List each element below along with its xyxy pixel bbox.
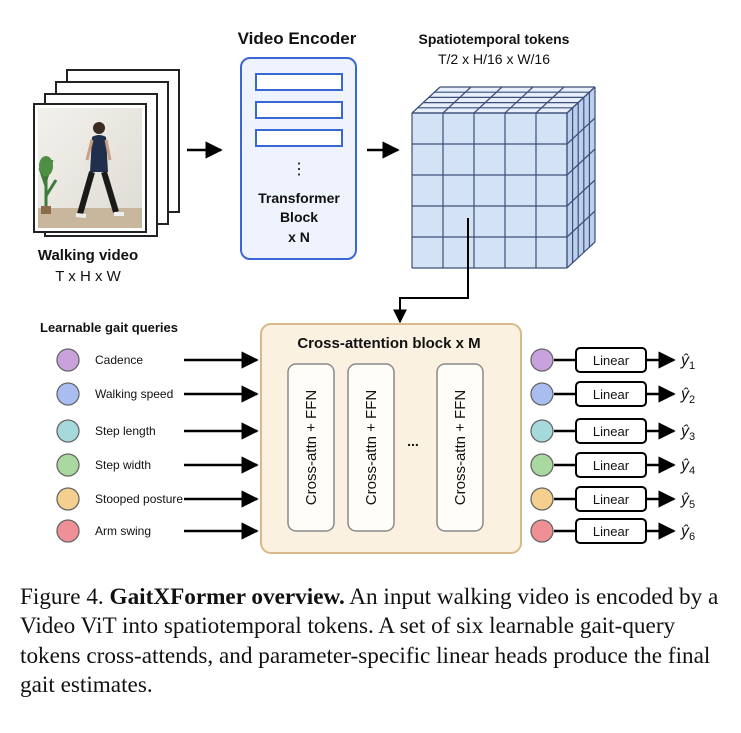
- queries-title: Learnable gait queries: [40, 320, 178, 335]
- encoder-layer: [255, 129, 343, 147]
- cube-top-face: [412, 87, 595, 113]
- query-token: [56, 348, 80, 372]
- query-label: Arm swing: [95, 524, 151, 538]
- encoder-layer: [255, 101, 343, 119]
- output-token: [530, 419, 554, 443]
- output-estimate: ŷ6: [680, 523, 695, 543]
- tokens-dims: T/2 x H/16 x W/16: [438, 51, 550, 67]
- cross-attention-layers: Cross-attn + FFN Cross-attn + FFN Cross-at…: [287, 363, 484, 532]
- layer-label: Cross-attn + FFN: [452, 390, 469, 505]
- tokens-title: Spatiotemporal tokens: [419, 31, 570, 47]
- cube-side-face: [567, 87, 595, 268]
- layer-label: Cross-attn + FFN: [303, 390, 320, 505]
- caption-text: An input walking video is encoded by a V…: [20, 584, 719, 699]
- cross-attn-ffn-layer: [436, 363, 484, 532]
- architecture-diagram: Walking video T x H x W Video Encoder ⋮ …: [33, 29, 695, 554]
- encoder-block-line3: x N: [288, 229, 310, 245]
- output-estimate: ŷ4: [680, 457, 695, 477]
- output-estimate: ŷ5: [680, 491, 695, 511]
- token-cube: [411, 86, 596, 269]
- output-token: [530, 519, 554, 543]
- query-token: [56, 487, 80, 511]
- arrow-tokens-to-cross-attention: [393, 218, 469, 324]
- cross-attention-title: Cross-attention block x M: [297, 335, 480, 352]
- caption-prefix: Figure 4.: [20, 584, 104, 610]
- cube-front-face: [412, 113, 567, 268]
- query-token: [56, 519, 80, 543]
- encoder-block-line2: Block: [280, 209, 318, 225]
- query-token: [56, 453, 80, 477]
- output-token: [530, 487, 554, 511]
- encoder-dots: ⋮: [291, 161, 307, 178]
- output-token: [530, 453, 554, 477]
- query-label: Step length: [95, 424, 156, 438]
- figure-caption: Figure 4. GaitXFormer overview. An input…: [20, 583, 728, 701]
- linear-head-label: Linear: [593, 524, 630, 539]
- linear-head-label: Linear: [593, 458, 630, 473]
- layers-ellipsis: ...: [407, 433, 419, 449]
- video-dims: T x H x W: [55, 268, 121, 285]
- output-token: [530, 348, 554, 372]
- output-token: [530, 382, 554, 406]
- encoder-title: Video Encoder: [238, 29, 357, 48]
- query-label: Step width: [95, 458, 151, 472]
- video-title: Walking video: [38, 247, 138, 264]
- query-token: [56, 419, 80, 443]
- query-label: Cadence: [95, 353, 143, 367]
- linear-head-label: Linear: [593, 424, 630, 439]
- output-estimate: ŷ1: [680, 352, 695, 372]
- linear-head-label: Linear: [593, 492, 630, 507]
- output-estimate: ŷ3: [680, 423, 695, 443]
- encoder-block-line1: Transformer: [258, 190, 340, 206]
- encoder-layer: [255, 73, 343, 91]
- query-label: Walking speed: [95, 387, 173, 401]
- video-frames: [33, 69, 180, 237]
- cross-attn-ffn-layer: [287, 363, 335, 532]
- cross-attn-ffn-layer: [347, 363, 395, 532]
- linear-head-label: Linear: [593, 353, 630, 368]
- output-estimate: ŷ2: [680, 386, 695, 406]
- caption-title: GaitXFormer overview.: [109, 584, 345, 610]
- query-token: [56, 382, 80, 406]
- layer-label: Cross-attn + FFN: [363, 390, 380, 505]
- query-label: Stooped posture: [95, 492, 183, 506]
- walking-person-image: [38, 108, 142, 228]
- linear-head-label: Linear: [593, 387, 630, 402]
